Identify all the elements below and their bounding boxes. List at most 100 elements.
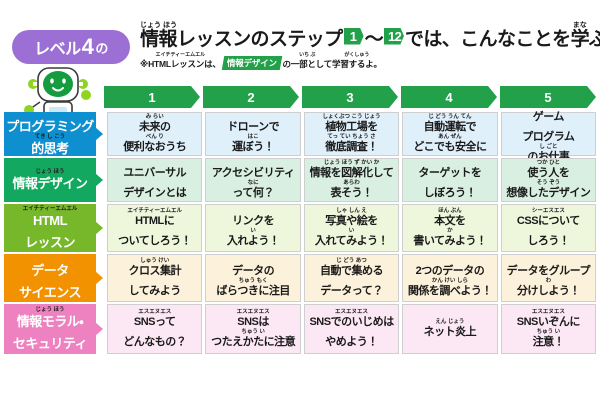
- cell-line-r1-c3-2-ruby: てっ てい ちょう さ: [327, 134, 376, 140]
- lesson-cell-r1-c4[interactable]: じ どう うん てん自動運転であん ぜんどこでも安全に: [402, 112, 498, 156]
- category-line-4-1: データ: [31, 256, 69, 278]
- step-header-5[interactable]: 5: [500, 86, 596, 108]
- cell-line-r3-c2-2-text: 入れよう！: [226, 235, 280, 247]
- cell-line-r4-c2-1-text: データの: [232, 265, 275, 277]
- lesson-cell-r4-c1[interactable]: しゅう けいクロス集計 してみよう: [107, 254, 203, 302]
- lesson-cell-r5-c4[interactable]: えん じょうネット炎上: [402, 304, 498, 354]
- cell-line-r3-c3-2-ruby: い: [348, 228, 355, 234]
- category-line-1-2-text: 的思考: [31, 141, 69, 156]
- lesson-cell-r2-c3[interactable]: じょう ほう ず かい か情報を図解化してあらわ表そう！: [303, 158, 400, 202]
- lesson-cell-r2-c2[interactable]: アクセシビリティなにって何？: [205, 158, 301, 202]
- lesson-cell-r3-c2[interactable]: リンクをい入れよう！: [205, 204, 301, 252]
- cell-line-r1-c3-2-text: 徹底調査！: [325, 141, 378, 153]
- cell-line-r2-c5-2: そう ぞう想像したデザイン: [506, 180, 591, 200]
- step-header-1[interactable]: 1: [104, 86, 200, 108]
- cell-line-r4-c3-1: じ どう あつ自動で集める: [320, 258, 384, 278]
- step-header-3[interactable]: 3: [302, 86, 398, 108]
- title-ruby-joho: じょう ほう 情報: [140, 22, 177, 50]
- cell-line-r4-c2-2: ちゅう もくばらつきに注目: [216, 278, 290, 298]
- lesson-cell-r1-c1[interactable]: み らい未来のべん り便利なおうち: [107, 112, 203, 156]
- lesson-cell-r4-c2[interactable]: データのちゅう もくばらつきに注目: [205, 254, 301, 302]
- cell-line-r2-c3-1-ruby: じょう ほう ず かい か: [323, 160, 380, 166]
- lesson-cell-r1-c2[interactable]: ドローンではこ運ぼう！: [205, 112, 301, 156]
- lesson-cell-r1-c3[interactable]: しょくぶつ こう じょう植物工場をてっ てい ちょう さ徹底調査！: [303, 112, 400, 156]
- lesson-cell-r4-c5[interactable]: データをグループわ分けしよう！: [500, 254, 597, 302]
- cell-line-r3-c4-2: か書いてみよう！: [413, 228, 487, 248]
- cell-line-r3-c3-1-text: 写真や絵を: [325, 215, 378, 227]
- cell-line-r2-c4-2: しぼろう！: [424, 180, 477, 200]
- category-line-5-1-text: 情報モラル・: [16, 314, 84, 329]
- cell-line-r5-c4-1-text: ネット炎上: [423, 326, 477, 338]
- cell-line-r3-c4-1: ほん ぶん本文を: [434, 208, 466, 228]
- cell-line-r5-c1-2: どんなもの？: [123, 329, 187, 349]
- category-arrow-icon: [95, 271, 103, 285]
- cell-line-r4-c3-2-text: データって？: [320, 285, 383, 297]
- category-line-4-2-ruby: [49, 278, 51, 284]
- category-line-4-1-ruby: [49, 256, 51, 262]
- step-header-2[interactable]: 2: [203, 86, 299, 108]
- cell-line-r5-c2-1-text: SNSは: [237, 316, 269, 328]
- cell-line-r2-c2-2: なにって何？: [232, 180, 274, 200]
- lesson-cell-r2-c4[interactable]: ターゲットを しぼろう！: [402, 158, 498, 202]
- footnote-end: がくしゅう 学習するよ。: [332, 52, 382, 70]
- cell-line-r5-c1-1-text: SNSって: [133, 316, 176, 328]
- cell-line-r1-c4-2-text: どこでも安全に: [413, 141, 487, 153]
- title-footnote: エイチティーエムエル ※HTMLレッスンは、 情報デザイン いち ぶ の一部とし…: [140, 53, 596, 70]
- lesson-cell-r3-c4[interactable]: ほん ぶん本文をか書いてみよう！: [402, 204, 498, 252]
- category-label-row-1[interactable]: プログラミングてき し こう的思考: [4, 112, 103, 156]
- category-line-4-2: サイエンス: [19, 278, 82, 300]
- cell-line-r1-c2-2: はこ運ぼう！: [232, 134, 275, 154]
- cell-line-r4-c4-2: かん けい しら関係を調べよう！: [408, 278, 493, 298]
- lesson-cell-r3-c3[interactable]: しゃ しん え写真や絵をい入れてみよう！: [303, 204, 400, 252]
- title-lesson-step: レッスンのステップ: [176, 29, 343, 50]
- cell-line-r3-c4-2-text: 書いてみよう！: [413, 235, 487, 247]
- category-line-5-2-text: セキュリティ: [12, 336, 88, 351]
- cell-line-r1-c3-1: しょくぶつ こう じょう植物工場を: [322, 114, 380, 134]
- cell-line-r3-c2-2: い入れよう！: [227, 228, 280, 248]
- cell-line-r5-c3-1-ruby: エスエヌエス: [335, 309, 369, 315]
- lesson-cell-r2-c5[interactable]: つか ひと使う人をそう ぞう想像したデザイン: [500, 158, 597, 202]
- cell-line-r1-c1-1-ruby: み らい: [145, 114, 164, 120]
- cell-line-r3-c1-2-text: ついてしろう！: [118, 235, 192, 247]
- cell-line-r2-c1-1: ユニバーサル: [123, 160, 186, 180]
- cell-line-r1-c1-1: み らい未来の: [139, 114, 171, 134]
- cell-line-r5-c5-2-ruby: ちゅう い: [536, 329, 561, 335]
- cell-line-r1-c5-2: プログラム: [522, 124, 575, 144]
- lesson-cell-r2-c1[interactable]: ユニバーサル デザインとは: [107, 158, 203, 202]
- lesson-cell-r1-c5[interactable]: ゲーム プログラムし ごとのお仕事: [500, 111, 597, 163]
- level-badge-number: 4: [81, 34, 94, 59]
- category-line-5-2-ruby: [49, 329, 51, 335]
- cell-line-r4-c2-1: データの: [232, 258, 275, 278]
- lesson-cell-r4-c3[interactable]: じ どう あつ自動で集める データって？: [303, 254, 400, 302]
- cell-line-r4-c4-2-ruby: かん けい しら: [431, 278, 468, 284]
- cell-line-r1-c3-2: てっ てい ちょう さ徹底調査！: [325, 134, 378, 154]
- cell-line-r3-c1-2: ついてしろう！: [118, 228, 192, 248]
- cell-line-r4-c1-2: してみよう: [129, 278, 182, 298]
- cell-line-r5-c5-1-text: SNSいぞんに: [516, 316, 581, 328]
- category-label-row-4[interactable]: データ サイエンス: [4, 254, 103, 302]
- cell-line-r4-c2-2-text: ばらつきに注目: [216, 285, 290, 297]
- step-header-4[interactable]: 4: [401, 86, 497, 108]
- cell-line-r2-c5-2-text: 想像したデザイン: [506, 187, 591, 199]
- category-label-row-5[interactable]: じょう ほう情報モラル・ セキュリティ: [4, 304, 103, 354]
- cell-line-r2-c1-1-text: ユニバーサル: [123, 167, 187, 179]
- cell-line-r4-c5-1: データをグループ: [507, 258, 591, 278]
- lesson-cell-r4-c4[interactable]: 2つのデータのかん けい しら関係を調べよう！: [402, 254, 498, 302]
- category-arrow-icon: [95, 173, 103, 187]
- cell-line-r4-c4-1: 2つのデータの: [416, 258, 485, 278]
- cell-line-r5-c5-1-ruby: エスエヌエス: [531, 309, 565, 315]
- title-ruby-manabu: まな 学: [570, 22, 590, 50]
- category-label-row-2[interactable]: じょう ほう情報デザイン: [4, 158, 103, 202]
- category-line-3-1-ruby: エイチティーエムエル: [22, 206, 78, 212]
- category-line-1-2: てき し こう的思考: [31, 134, 69, 156]
- cell-line-r2-c4-2-text: しぼろう！: [423, 187, 477, 199]
- cell-line-r5-c1-1-ruby: エスエヌエス: [138, 309, 172, 315]
